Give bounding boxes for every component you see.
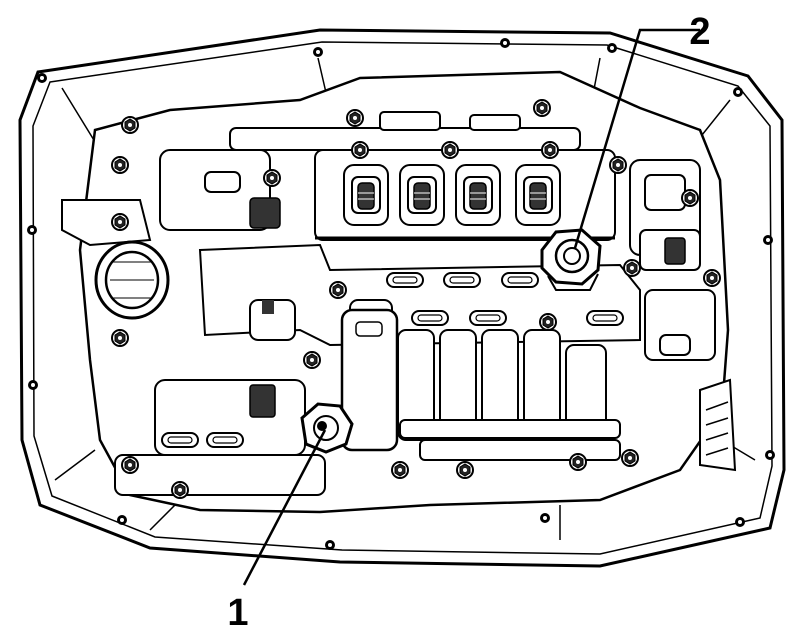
filter-ring-icon [94, 240, 170, 320]
leader-line-2 [573, 28, 700, 249]
bolt-icon [569, 453, 587, 471]
flange-screw-icon [28, 380, 38, 390]
bolt-icon [703, 269, 721, 287]
lower-rail [399, 419, 621, 439]
slot-icon [469, 310, 507, 326]
flange-screw-icon [313, 47, 323, 57]
flange-screw-icon [27, 225, 37, 235]
flange-screw-icon [763, 235, 773, 245]
flange-screw-icon [765, 450, 775, 460]
slot-icon [206, 432, 244, 448]
bolt-icon [121, 116, 139, 134]
bolt-icon [263, 169, 281, 187]
flange-screw-icon [500, 38, 510, 48]
bolt-icon [539, 313, 557, 331]
sensor-2-icon [540, 228, 602, 291]
bolt-icon [441, 141, 459, 159]
solenoid-icon [343, 164, 389, 226]
bolt-icon [111, 213, 129, 231]
sensor-1-icon [300, 402, 354, 454]
bolt-icon [303, 351, 321, 369]
bolt-icon [456, 461, 474, 479]
bolt-icon [111, 156, 129, 174]
flange-screw-icon [735, 517, 745, 527]
flange-screw-icon [607, 43, 617, 53]
callout-2-label: 2 [689, 11, 710, 53]
bolt-icon [609, 156, 627, 174]
bolt-icon [171, 481, 189, 499]
flange-screw-icon [540, 513, 550, 523]
bolt-icon [541, 141, 559, 159]
bolt-icon [351, 141, 369, 159]
bolt-icon [111, 329, 129, 347]
top-rail [229, 127, 581, 151]
flange-screw-icon [37, 73, 47, 83]
slot-icon [586, 310, 624, 326]
bolt-icon [329, 281, 347, 299]
slot-icon [443, 272, 481, 288]
bolt-icon [623, 259, 641, 277]
bolt-icon [391, 461, 409, 479]
bolt-icon [533, 99, 551, 117]
solenoid-icon [515, 164, 561, 226]
leader-line-1 [242, 429, 327, 586]
bolt-icon [681, 189, 699, 207]
bolt-icon [621, 449, 639, 467]
solenoid-icon [455, 164, 501, 226]
slot-icon [386, 272, 424, 288]
slot-icon [501, 272, 539, 288]
bolt-icon [346, 109, 364, 127]
bolt-icon [121, 456, 139, 474]
slot-icon [411, 310, 449, 326]
flange-screw-icon [733, 87, 743, 97]
solenoid-icon [399, 164, 445, 226]
slot-icon [161, 432, 199, 448]
flange-screw-icon [117, 515, 127, 525]
flange-screw-icon [325, 540, 335, 550]
callout-1-label: 1 [227, 592, 248, 634]
